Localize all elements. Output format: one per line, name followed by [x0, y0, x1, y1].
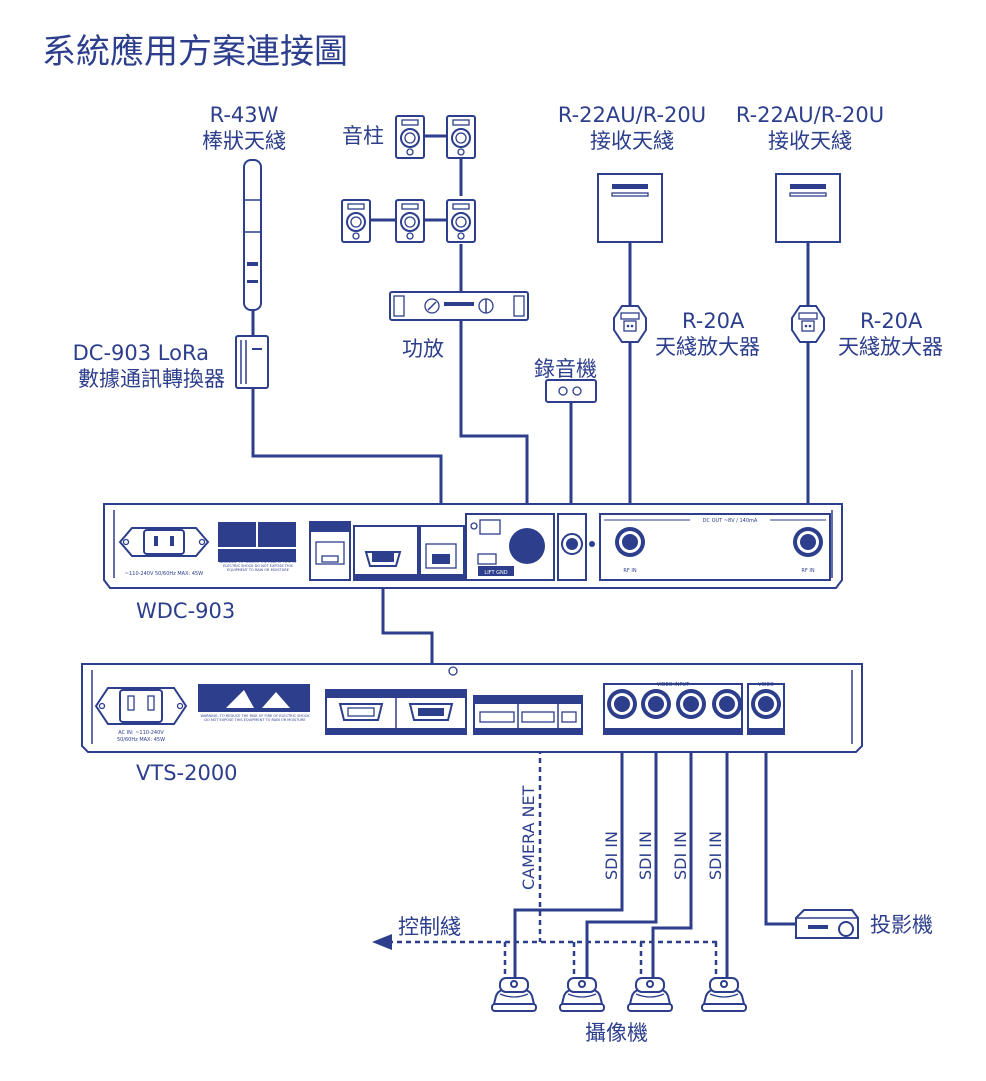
wire-camera-drops [503, 942, 718, 980]
control-arrow-icon [372, 934, 392, 950]
receiver-left-name-label: 接收天綫 [590, 129, 674, 153]
wdc-power-rating: ~110-240V 50/60Hz MAX: 45W [125, 571, 203, 577]
recorder-label: 錄音機 [534, 357, 597, 381]
ptz-camera-1-icon [491, 977, 537, 1012]
control-line-label: 控制綫 [398, 915, 461, 939]
receiver-antenna-right-icon [775, 173, 841, 243]
sdi-in-label-2: SDI IN [636, 831, 655, 880]
booster-left-icon [613, 305, 647, 343]
wire-sdi-1 [513, 718, 624, 978]
speakers-label: 音柱 [342, 124, 384, 148]
vts-warning-text: WARNING: TO REDUCE THE RISK OF FIRE OF E… [200, 714, 309, 722]
recorder-jack-icon [566, 538, 578, 550]
video-output-label: VIDEO [758, 682, 774, 688]
amplifier-label: 功放 [402, 337, 444, 361]
stick-antenna-icon [243, 159, 262, 311]
wire-amp-wdc [459, 320, 529, 540]
amplifier-icon [389, 291, 529, 321]
projector-icon [795, 909, 859, 939]
wire-speakers [370, 134, 463, 292]
ptz-camera-2-icon [559, 977, 605, 1012]
rf-in-left-label: RF IN [623, 568, 636, 574]
terminal-block-3-icon [561, 711, 577, 723]
booster-right-icon [791, 305, 825, 343]
receiver-antenna-left-icon [597, 173, 663, 243]
antenna-model-label: R-43W [210, 103, 279, 127]
vts2000-rear-panel: AC IN: ~110-240V 50/60Hz MAX: 45W WARNIN… [81, 663, 863, 753]
dc-out-label: DC OUT ~8V / 140mA [703, 518, 758, 524]
xlr-connector-icon [509, 528, 545, 564]
projector-label: 投影機 [870, 913, 933, 937]
receiver-right-model-label: R-22AU/R-20U [736, 103, 884, 127]
wire-sdi-3 [651, 718, 693, 978]
camera-net-label: CAMERA NET [519, 785, 538, 890]
video-output-icon [751, 689, 781, 719]
vts-power-rating-2: 50/60Hz MAX: 45W [117, 737, 165, 743]
receiver-left-model-label: R-22AU/R-20U [558, 103, 706, 127]
sdi-input-4-icon [712, 689, 742, 719]
rf-in-right-port-icon [793, 527, 823, 557]
sdi-input-3-icon [676, 689, 706, 719]
sdi-input-1-icon [607, 689, 637, 719]
sdi-input-2-icon [641, 689, 671, 719]
antenna-name-label: 棒狀天綫 [202, 129, 286, 153]
wdc-warning-text: WARNING: TO REDUCE THE RISK OF FIRE OF E… [219, 560, 297, 572]
vts-warning-label [198, 684, 310, 712]
booster-left-model-label: R-20A [682, 309, 745, 333]
ptz-camera-4-icon [701, 977, 747, 1012]
lora-model-label: DC-903 LoRa [73, 341, 209, 365]
rf-in-left-port-icon [615, 527, 645, 557]
lift-gnd-label: LIFT GND [484, 570, 507, 576]
wire-sdi-2 [585, 718, 658, 978]
booster-left-name-label: 天綫放大器 [655, 335, 760, 359]
connection-wires [251, 134, 810, 980]
lora-converter-icon [235, 335, 269, 389]
sdi-in-label-4: SDI IN [706, 831, 725, 880]
rf-in-right-label: RF IN [801, 568, 814, 574]
page-title: 系統應用方案連接圖 [42, 32, 348, 72]
wdc903-label: WDC-903 [136, 599, 235, 623]
vts-power-rating-1: AC IN: ~110-240V [118, 730, 164, 736]
lora-name-label: 數據通訊轉換器 [78, 367, 225, 391]
sdi-in-label-3: SDI IN [671, 831, 690, 880]
terminal-block-2-icon [521, 711, 555, 723]
receiver-right-name-label: 接收天綫 [768, 129, 852, 153]
wire-projector [764, 718, 796, 926]
ptz-camera-3-icon [627, 977, 673, 1012]
sdi-in-label-1: SDI IN [602, 831, 621, 880]
recorder-icon [545, 379, 597, 403]
terminal-block-1-icon [479, 711, 515, 723]
vts2000-label: VTS-2000 [136, 761, 238, 785]
booster-right-model-label: R-20A [860, 309, 923, 333]
cameras-label: 攝像機 [585, 1021, 648, 1045]
booster-right-name-label: 天綫放大器 [838, 335, 943, 359]
video-input-label: VIDEO INPUT [657, 682, 690, 688]
wdc903-rear-panel: ~110-240V 50/60Hz MAX: 45W WARNING: TO R… [103, 503, 843, 589]
